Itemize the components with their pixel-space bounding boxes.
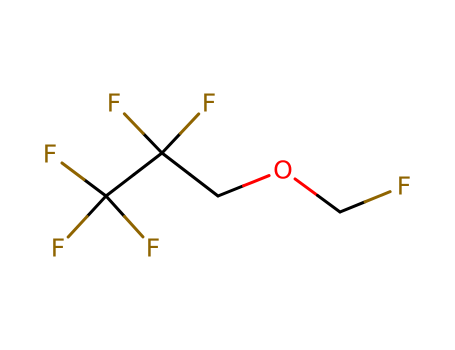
- bond-c1-f-left-b: [60, 161, 86, 181]
- atom-f-top-right: F: [202, 89, 216, 118]
- bond-c1-f-bottom-mid-b: [122, 214, 145, 239]
- bond-c3-oxygen-b: [242, 174, 271, 188]
- bond-oxygen-c4-a: [293, 177, 320, 197]
- atom-f-bottom-mid: F: [146, 234, 160, 263]
- bond-c1-c2-a: [104, 173, 136, 198]
- bond-c1-f-left-a: [82, 178, 108, 198]
- bond-c2-c3-a: [160, 151, 192, 176]
- bond-c3-oxygen-a: [216, 184, 246, 198]
- bond-c4-f-right-b: [363, 190, 392, 204]
- bond-c2-f-top-right-a: [160, 131, 182, 155]
- atom-f-right: F: [397, 172, 411, 201]
- bond-c1-f-bottom-mid-a: [104, 194, 126, 218]
- atom-f-top-left: F: [107, 89, 121, 118]
- bond-c2-f-top-right-b: [178, 112, 201, 135]
- bond-layer: [60, 112, 392, 239]
- bond-c4-f-right-a: [338, 200, 367, 214]
- bond-oxygen-c4-b: [316, 193, 342, 214]
- bond-c2-c3-b: [188, 173, 220, 198]
- bond-c1-c2-b: [132, 151, 164, 176]
- bond-c1-f-bottom-left-b: [66, 214, 89, 239]
- atom-label-layer: F F F F F O F: [43, 89, 411, 263]
- atom-f-left: F: [43, 140, 57, 169]
- bond-c2-f-top-left-a: [141, 131, 164, 155]
- bond-c2-f-top-left-b: [122, 112, 145, 135]
- atom-oxygen: O: [273, 156, 293, 185]
- bond-c1-f-bottom-left-a: [85, 194, 108, 218]
- atom-f-bottom-left: F: [51, 234, 65, 263]
